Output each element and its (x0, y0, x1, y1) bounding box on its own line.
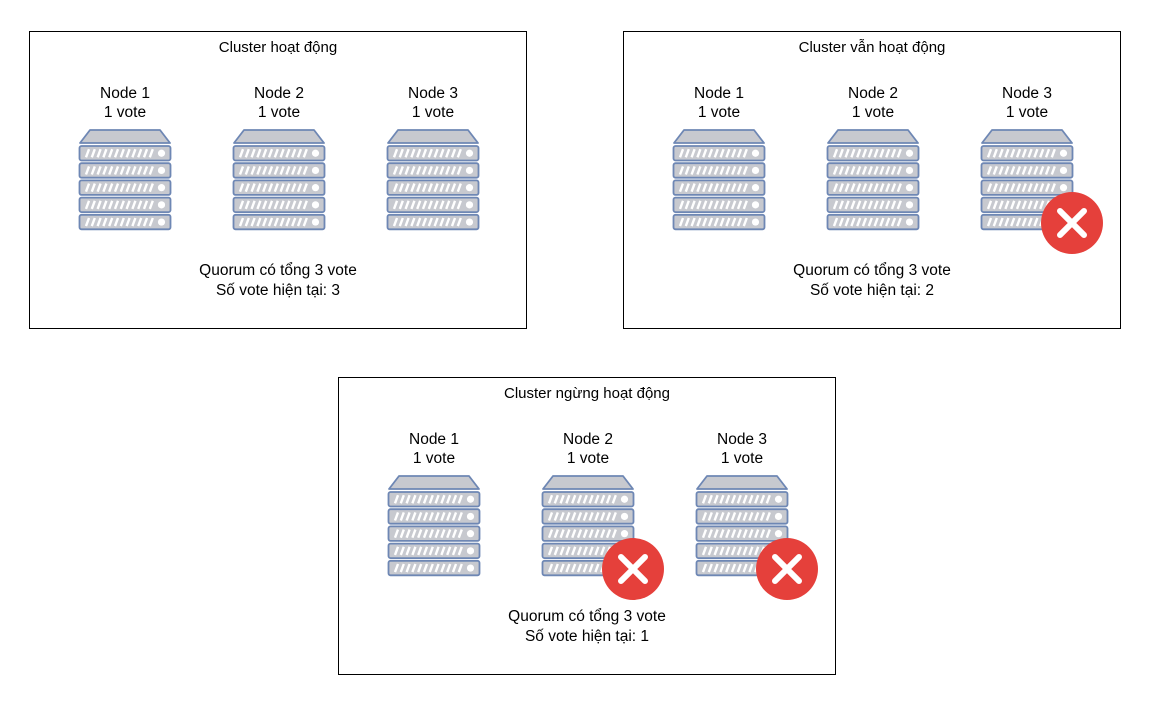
current-votes-text: Số vote hiện tại: 2 (809, 282, 935, 299)
panel-title: Cluster vẫn hoạt động (798, 39, 946, 56)
server-rack-icon (232, 129, 326, 231)
panel-cluster-active: Cluster hoạt động Node 1 1 vote Node 2 1… (29, 31, 527, 329)
node-2: Node 2 1 vote (793, 84, 953, 244)
server-rack-icon (387, 475, 481, 577)
panel-cluster-stopped: Cluster ngừng hoạt động Node 1 1 vote No… (338, 377, 836, 675)
node-1: Node 1 1 vote (639, 84, 799, 244)
node-vote: 1 vote (566, 450, 610, 467)
node-name: Node 3 (717, 431, 767, 448)
server-rack-icon (78, 129, 172, 231)
quorum-total-text: Quorum có tổng 3 vote (199, 262, 357, 279)
panel-title: Cluster ngừng hoạt động (504, 385, 670, 402)
current-votes-text: Số vote hiện tại: 3 (215, 282, 341, 299)
node-vote: 1 vote (851, 104, 895, 121)
node-3: Node 3 1 vote (662, 430, 822, 600)
node-name: Node 1 (694, 85, 744, 102)
quorum-total-text: Quorum có tổng 3 vote (793, 262, 951, 279)
node-2: Node 2 1 vote (199, 84, 359, 244)
node-name: Node 3 (408, 85, 458, 102)
panel-cluster-still-active: Cluster vẫn hoạt động Node 1 1 vote Node… (623, 31, 1121, 329)
quorum-total-text: Quorum có tổng 3 vote (508, 608, 666, 625)
server-rack-icon (672, 129, 766, 231)
node-1: Node 1 1 vote (45, 84, 205, 244)
node-vote: 1 vote (697, 104, 741, 121)
node-name: Node 1 (100, 85, 150, 102)
node-1: Node 1 1 vote (354, 430, 514, 590)
node-vote: 1 vote (412, 450, 456, 467)
node-vote: 1 vote (103, 104, 147, 121)
server-rack-icon (826, 129, 920, 231)
node-vote: 1 vote (1005, 104, 1049, 121)
node-3: Node 3 1 vote (947, 84, 1107, 254)
node-name: Node 2 (254, 85, 304, 102)
failure-x-icon (602, 538, 664, 600)
node-3: Node 3 1 vote (353, 84, 513, 244)
server-rack-icon (980, 129, 1074, 231)
failure-x-icon (1041, 192, 1103, 254)
node-vote: 1 vote (411, 104, 455, 121)
node-name: Node 3 (1002, 85, 1052, 102)
node-name: Node 2 (563, 431, 613, 448)
panel-title: Cluster hoạt động (218, 39, 338, 56)
failure-x-icon (756, 538, 818, 600)
node-name: Node 2 (848, 85, 898, 102)
server-rack-icon (386, 129, 480, 231)
current-votes-text: Số vote hiện tại: 1 (524, 628, 650, 645)
node-vote: 1 vote (257, 104, 301, 121)
node-2: Node 2 1 vote (508, 430, 668, 600)
node-name: Node 1 (409, 431, 459, 448)
node-vote: 1 vote (720, 450, 764, 467)
